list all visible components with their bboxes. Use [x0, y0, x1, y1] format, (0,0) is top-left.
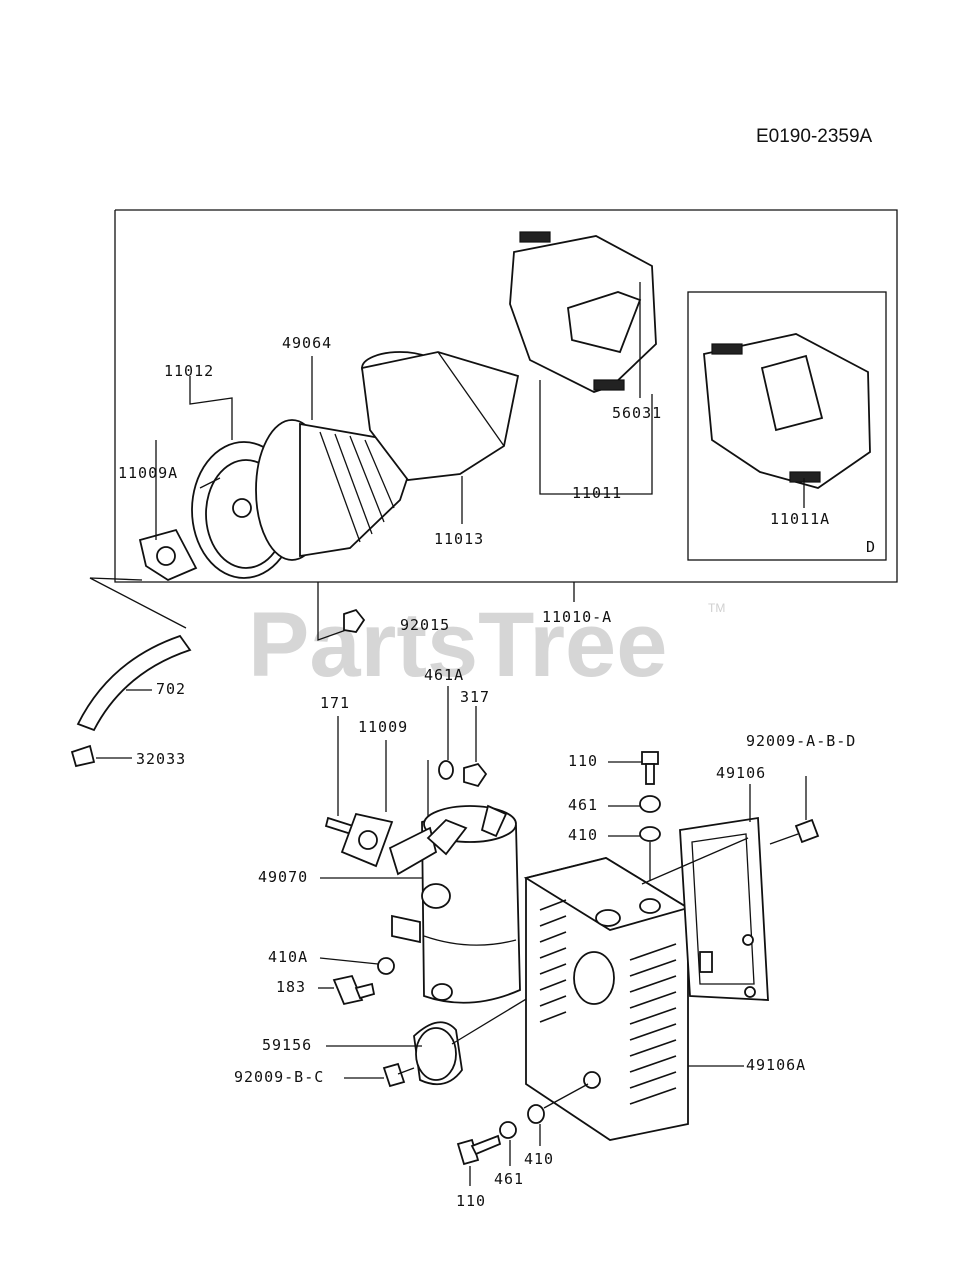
label-32033: 32033 [136, 750, 186, 768]
leader-92015 [317, 582, 347, 641]
label-92009-b-c: 92009-B-C [234, 1068, 324, 1086]
label-11011A: 11011A [770, 510, 830, 528]
breather-hose[interactable] [76, 634, 192, 732]
bolt-110-bottom[interactable] [456, 1134, 502, 1166]
label-183: 183 [276, 978, 306, 996]
label-410A: 410A [268, 948, 308, 966]
nut-317[interactable] [463, 762, 488, 788]
leader-shield-to-cover [641, 837, 749, 885]
label-461A: 461A [424, 666, 464, 684]
label-11009A: 11009A [118, 464, 178, 482]
screw-92009-b-c[interactable] [382, 1062, 415, 1088]
nut-92015[interactable] [343, 608, 366, 633]
label-92015: 92015 [400, 616, 450, 634]
muffler[interactable] [388, 804, 521, 1004]
variant-d-box [687, 291, 887, 561]
lock-washer-461-bottom[interactable] [499, 1121, 517, 1139]
label-461-bottom: 461 [494, 1170, 524, 1188]
air-cleaner-gasket[interactable] [138, 528, 198, 582]
label-11010A: 11010-A [542, 608, 612, 626]
screw-92009-a-b-d[interactable] [769, 818, 820, 845]
washer-410A[interactable] [377, 957, 395, 975]
label-49106A: 49106A [746, 1056, 806, 1074]
variant-d-label: D [866, 538, 876, 556]
label-11012: 11012 [164, 362, 214, 380]
plug-183[interactable] [332, 974, 376, 1006]
air-cleaner-cover-variant[interactable] [703, 333, 871, 489]
label-11011: 11011 [572, 484, 622, 502]
label-410-top: 410 [568, 826, 598, 844]
label-11013: 11013 [434, 530, 484, 548]
trademark-mark: TM [708, 601, 725, 615]
lock-washer-461-top[interactable] [639, 795, 661, 813]
label-49070: 49070 [258, 868, 308, 886]
label-92009-a-b-d: 92009-A-B-D [746, 732, 856, 750]
label-461-top: 461 [568, 796, 598, 814]
diagram-code: E0190-2359A [756, 126, 873, 147]
leader-bottom-stack [543, 1083, 589, 1109]
label-49106: 49106 [716, 764, 766, 782]
label-110-bottom: 110 [456, 1192, 486, 1210]
air-cleaner-frame [114, 209, 898, 583]
heat-shield[interactable] [679, 816, 769, 1001]
label-56031: 56031 [612, 404, 662, 422]
leader-410A [319, 957, 379, 965]
foam-pre-cleaner[interactable] [361, 351, 520, 481]
label-317: 317 [460, 688, 490, 706]
label-171: 171 [320, 694, 350, 712]
washer-410-top[interactable] [639, 826, 661, 842]
label-110-top: 110 [568, 752, 598, 770]
leader-hose [89, 577, 187, 629]
label-11009: 11009 [358, 718, 408, 736]
air-filter-element[interactable] [255, 419, 412, 561]
hose-clamp[interactable] [70, 744, 96, 768]
bolt-110-top[interactable] [641, 751, 659, 785]
washer-410-bottom[interactable] [527, 1104, 545, 1124]
label-702: 702 [156, 680, 186, 698]
leader-11012 [189, 376, 233, 440]
muffler-cap[interactable] [413, 1021, 463, 1086]
muffler-cover[interactable] [523, 857, 691, 1141]
leader-11011 [539, 380, 653, 495]
label-410-bottom: 410 [524, 1150, 554, 1168]
washer-461A[interactable] [438, 760, 454, 780]
muffler-gasket[interactable] [340, 740, 394, 868]
label-49064: 49064 [282, 334, 332, 352]
label-59156: 59156 [262, 1036, 312, 1054]
air-cleaner-cover[interactable] [509, 231, 657, 393]
